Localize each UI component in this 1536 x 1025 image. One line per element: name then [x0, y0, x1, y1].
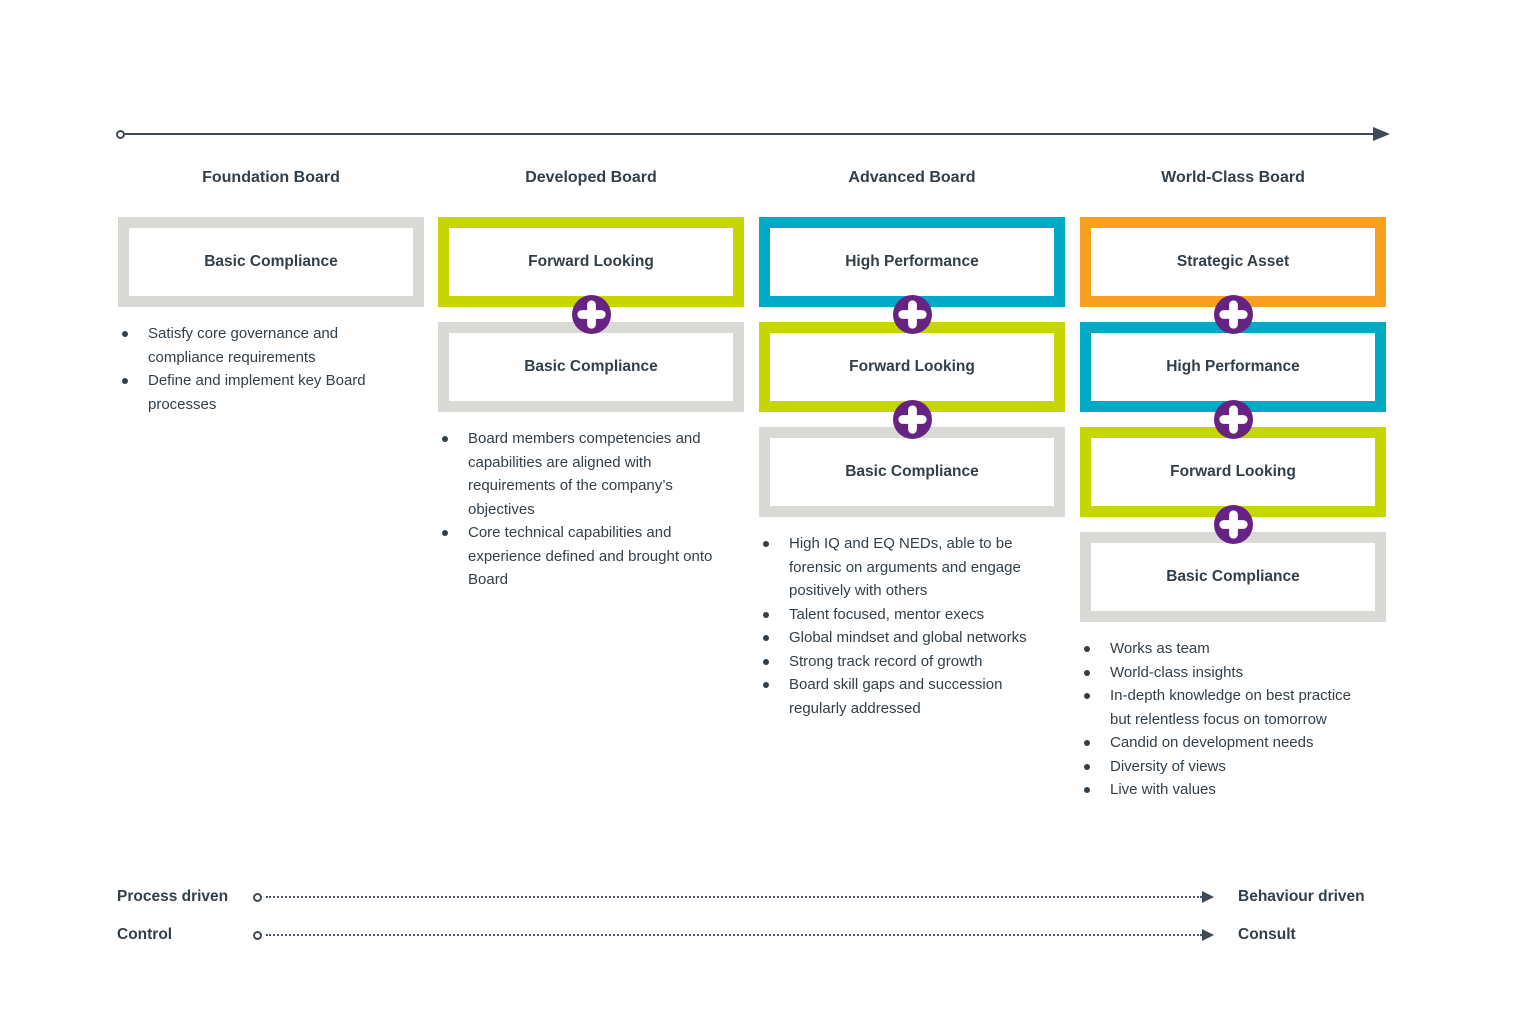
bullet-item: Define and implement key Board processes	[118, 369, 412, 416]
column-world-class-board: World-Class Board Strategic Asset High P…	[1080, 168, 1386, 802]
bullet-item: Board members competencies and capabilit…	[438, 427, 732, 521]
box-label: Basic Compliance	[449, 333, 733, 401]
column-foundation-board: Foundation Board Basic Compliance Satisf…	[118, 168, 424, 416]
column-advanced-board: Advanced Board High Performance Forward …	[759, 168, 1065, 720]
bullet-list: Works as team World-class insights In-de…	[1080, 637, 1386, 802]
axis-right-label: Behaviour driven	[1238, 888, 1365, 905]
box-label: Basic Compliance	[1091, 543, 1375, 611]
box-label: Basic Compliance	[770, 438, 1054, 506]
bullet-item: World-class insights	[1080, 661, 1374, 685]
box-label: Forward Looking	[449, 228, 733, 296]
box-label: Basic Compliance	[129, 228, 413, 296]
axis-left-label: Control	[117, 926, 173, 943]
axis-left-label: Process driven	[117, 888, 229, 905]
bullet-item: In-depth knowledge on best practice but …	[1080, 684, 1374, 731]
bullet-list: High IQ and EQ NEDs, able to be forensic…	[759, 532, 1065, 720]
dotted-line	[266, 934, 1202, 936]
plus-icon	[892, 400, 932, 439]
box-forward-looking: Forward Looking	[438, 217, 744, 307]
column-title: Developed Board	[525, 169, 657, 186]
box-high-performance: High Performance	[1080, 295, 1386, 412]
bullet-item: Live with values	[1080, 778, 1374, 802]
maturity-axis	[116, 126, 1390, 142]
bullet-item: Talent focused, mentor execs	[759, 603, 1053, 627]
box-label: Strategic Asset	[1091, 228, 1375, 296]
axis-start-circle-icon	[253, 930, 262, 940]
box-basic-compliance: Basic Compliance	[1080, 505, 1386, 622]
plus-icon	[1213, 400, 1253, 439]
bullet-item: Candid on development needs	[1080, 731, 1374, 755]
axis-arrowhead-icon	[1202, 891, 1214, 903]
axis-right-label: Consult	[1238, 926, 1296, 943]
box-basic-compliance: Basic Compliance	[759, 400, 1065, 517]
box-label: Forward Looking	[770, 333, 1054, 401]
bullet-item: Global mindset and global networks	[759, 626, 1053, 650]
box-label: High Performance	[1091, 333, 1375, 401]
column-title: World-Class Board	[1161, 169, 1305, 186]
axis-control-consult: Control Consult	[117, 923, 1388, 947]
dotted-line	[266, 896, 1202, 898]
plus-icon	[892, 295, 932, 334]
bullet-list: Satisfy core governance and compliance r…	[118, 322, 424, 416]
axis-start-circle-icon	[116, 129, 125, 139]
box-label: High Performance	[770, 228, 1054, 296]
bullet-item: Core technical capabilities and experien…	[438, 521, 732, 592]
box-high-performance: High Performance	[759, 217, 1065, 307]
bullet-item: Works as team	[1080, 637, 1374, 661]
bullet-item: Satisfy core governance and compliance r…	[118, 322, 412, 369]
column-title: Advanced Board	[848, 169, 976, 186]
box-basic-compliance: Basic Compliance	[438, 295, 744, 412]
axis-line	[125, 132, 1373, 136]
bullet-item: High IQ and EQ NEDs, able to be forensic…	[759, 532, 1053, 603]
column-title: Foundation Board	[202, 169, 340, 186]
box-basic-compliance: Basic Compliance	[118, 217, 424, 307]
column-developed-board: Developed Board Forward Looking Basic Co…	[438, 168, 744, 592]
bullet-item: Board skill gaps and succession regularl…	[759, 673, 1053, 720]
box-forward-looking: Forward Looking	[759, 295, 1065, 412]
box-label: Forward Looking	[1091, 438, 1375, 506]
plus-icon	[1213, 295, 1253, 334]
bullet-item: Strong track record of growth	[759, 650, 1053, 674]
bullet-list: Board members competencies and capabilit…	[438, 427, 744, 592]
axis-start-circle-icon	[253, 892, 262, 902]
axis-arrowhead-icon	[1202, 929, 1214, 941]
plus-icon	[1213, 505, 1253, 544]
bullet-item: Diversity of views	[1080, 755, 1374, 779]
plus-icon	[571, 295, 611, 334]
box-strategic-asset: Strategic Asset	[1080, 217, 1386, 307]
axis-process-behaviour: Process driven Behaviour driven	[117, 885, 1388, 909]
axis-arrowhead-icon	[1373, 127, 1390, 141]
box-forward-looking: Forward Looking	[1080, 400, 1386, 517]
